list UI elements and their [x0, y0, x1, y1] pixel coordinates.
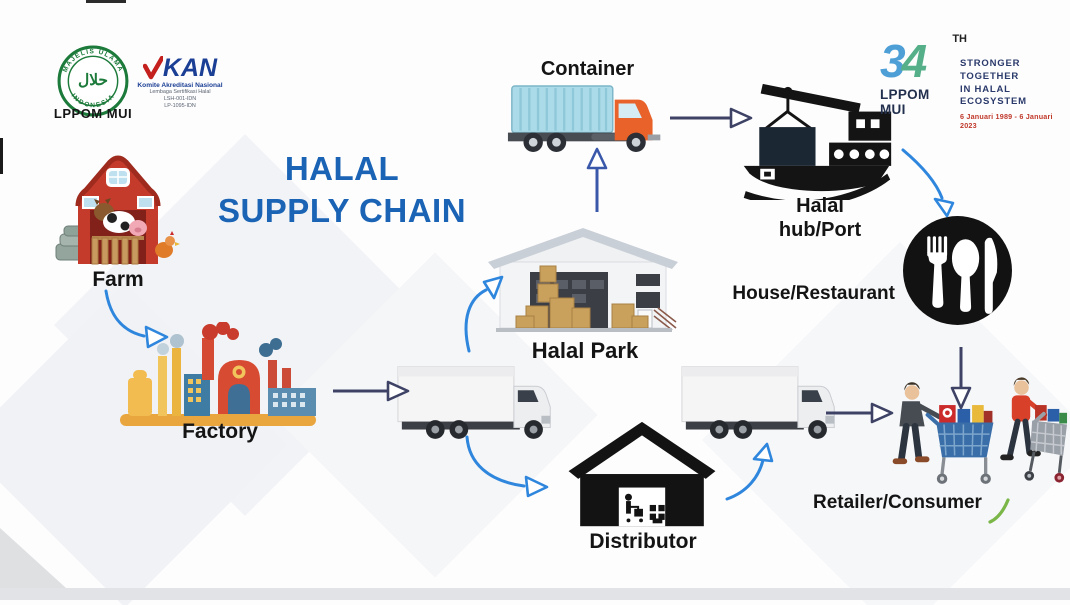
distributor-label: Distributor [589, 530, 697, 553]
retailer-consumer-label: Retailer/Consumer [813, 492, 982, 513]
delivery-truck-icon [678, 358, 850, 446]
kan-wordmark: KAN [162, 54, 218, 82]
cargo-ship-icon [736, 60, 896, 200]
lppom-mui-halal-seal: MAJELIS ULAMA INDONESIA حلال [56, 44, 130, 118]
arrow-ship-to-restaurant [901, 148, 944, 200]
kan-logo: KAN Komite Akreditasi Nasional Lembaga S… [130, 56, 230, 109]
top-edge-mark [86, 0, 126, 3]
fence [91, 236, 144, 265]
container-label: Container [540, 58, 635, 80]
page-title: HALAL SUPPLY CHAIN [217, 148, 467, 231]
distributor-warehouse-icon [562, 418, 722, 532]
title-line-1: HALAL [284, 150, 400, 187]
retailer-consumer-icon [880, 376, 1070, 500]
delivery-truck-icon [394, 358, 566, 446]
restaurant-cutlery-icon [901, 214, 1014, 327]
container-truck-icon [506, 80, 671, 158]
anniversary-tagline: IN HALAL ECOSYSTEM [960, 83, 1027, 108]
factory-icon [116, 322, 320, 428]
chicken [155, 231, 180, 258]
anniversary-dates: 6 Januari 1989 - 6 Januari 2023 [960, 112, 1053, 131]
kan-subline: LSH-001-IDN [163, 95, 197, 102]
house-restaurant-label: House/Restaurant [732, 283, 895, 304]
bottom-bar [0, 588, 1070, 600]
anniversary-tagline: STRONGER TOGETHER [960, 58, 1021, 82]
title-line-2: SUPPLY CHAIN [217, 191, 467, 229]
anniversary-org: LPPOM MUI [880, 86, 930, 117]
halal-park-label: Halal Park [531, 338, 639, 363]
kan-subline: LP-1095-IDN [164, 102, 196, 109]
left-edge-mark [0, 138, 3, 174]
farm-barn-icon [52, 146, 184, 268]
kan-subline: Lembaga Sertifikasi Halal [149, 89, 211, 95]
halal-hub-port-label: Halal hub/Port [755, 194, 885, 242]
seal-arabic-halal-text: حلال [78, 72, 108, 89]
green-check-icon [988, 498, 1010, 524]
kan-subtitle: Komite Akreditasi Nasional [137, 82, 223, 89]
factory-label: Factory [182, 420, 258, 443]
halal-hub-line-1: Halal [796, 195, 844, 217]
kan-check-icon [142, 56, 163, 80]
lppom-mui-caption: LPPOM MUI [53, 106, 133, 121]
halal-park-warehouse-icon [486, 222, 682, 344]
halal-hub-line-2: hub/Port [778, 219, 862, 241]
anniversary-suffix: TH [952, 33, 967, 45]
farm-label: Farm [92, 268, 144, 291]
